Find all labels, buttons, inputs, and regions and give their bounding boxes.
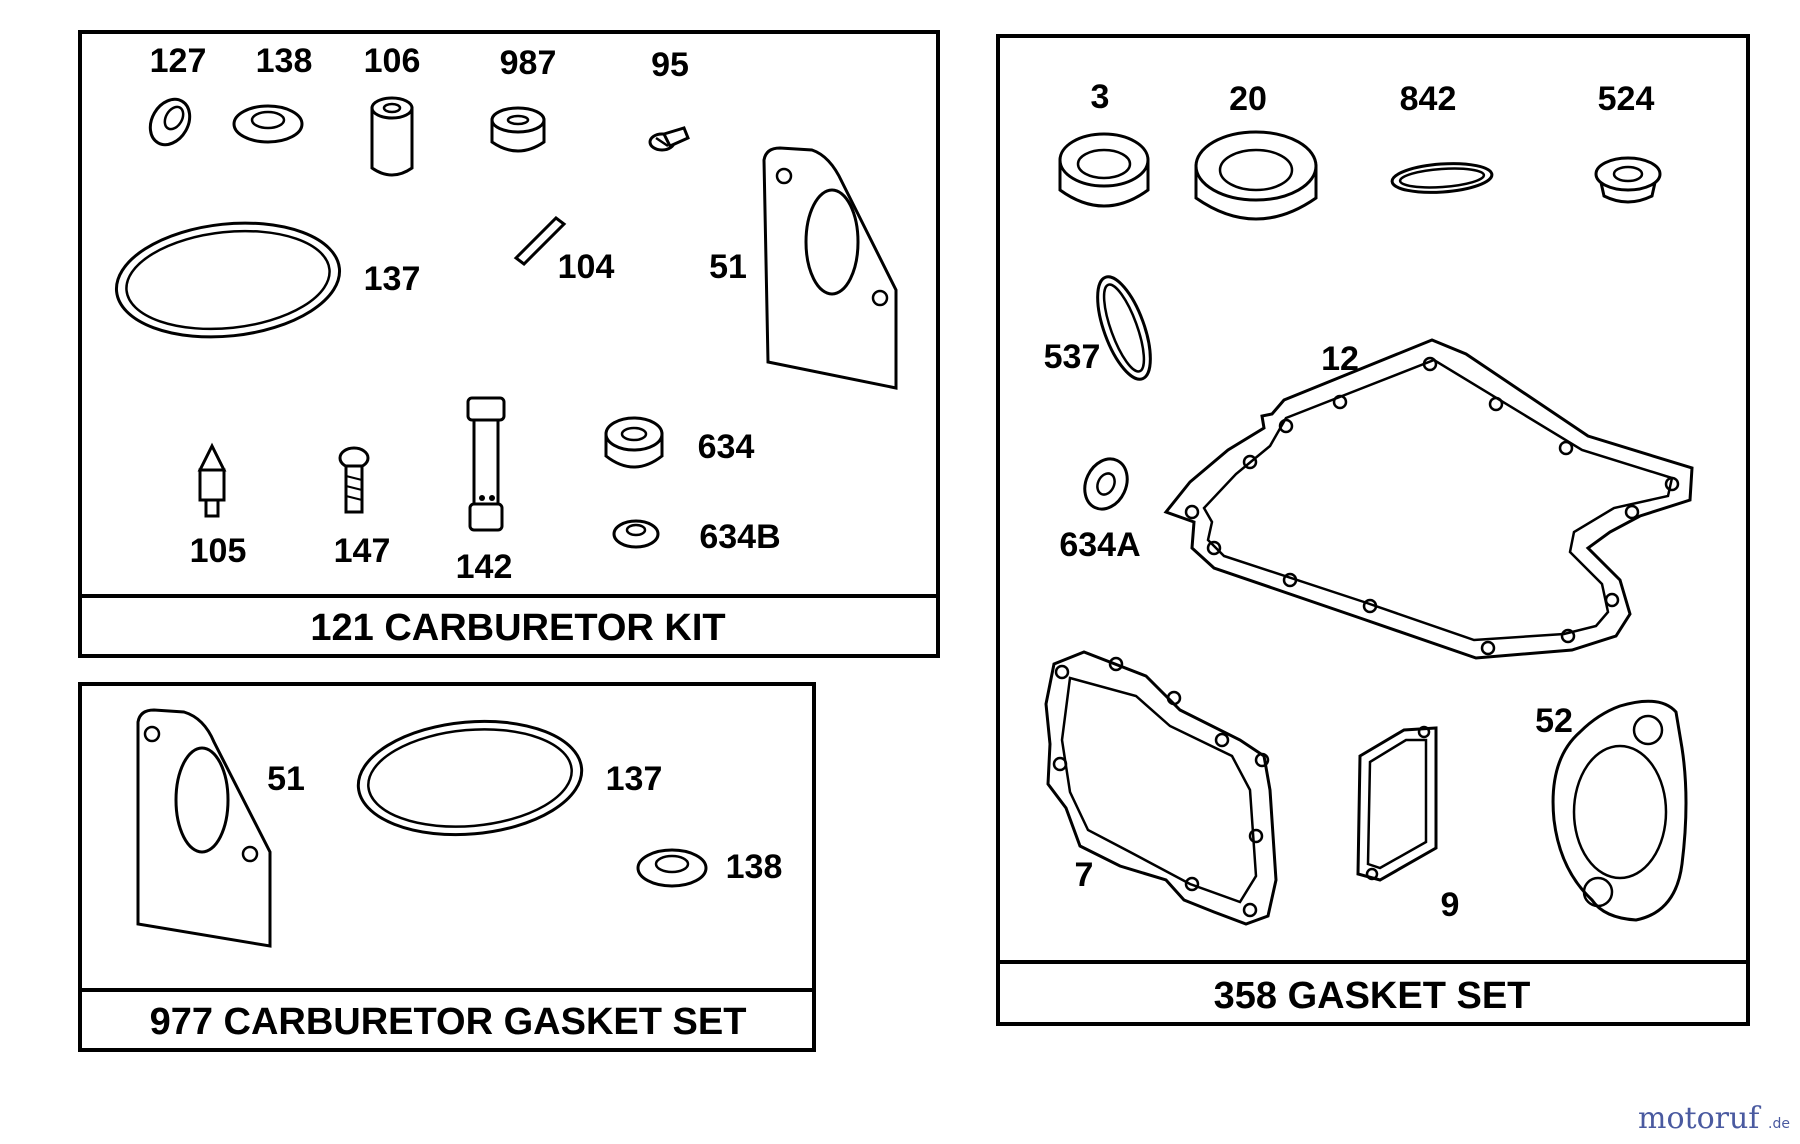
label-987: 987 bbox=[500, 44, 557, 82]
label-104: 104 bbox=[558, 248, 615, 286]
part-9 bbox=[1356, 725, 1438, 882]
watermark-suffix: .de bbox=[1768, 1116, 1790, 1132]
panel-gasket-set: 358 GASKET SET 3 20 842 524 bbox=[996, 34, 1750, 1026]
label-9: 9 bbox=[1441, 886, 1460, 924]
part-147 bbox=[338, 446, 370, 514]
part-106 bbox=[370, 96, 414, 177]
part-987 bbox=[490, 106, 546, 153]
label-105: 105 bbox=[190, 532, 247, 570]
label-7: 7 bbox=[1075, 856, 1094, 894]
label-127: 127 bbox=[150, 42, 207, 80]
label-147: 147 bbox=[334, 532, 391, 570]
part-142 bbox=[466, 396, 506, 532]
part-842 bbox=[1390, 162, 1494, 194]
part-7 bbox=[1044, 650, 1278, 926]
part-137 bbox=[356, 719, 584, 837]
label-634: 634 bbox=[698, 428, 755, 466]
part-52 bbox=[1551, 699, 1688, 922]
label-51: 51 bbox=[709, 248, 747, 286]
watermark: motoruf .de bbox=[1638, 1101, 1790, 1136]
label-142: 142 bbox=[456, 548, 513, 586]
label-106: 106 bbox=[364, 42, 421, 80]
carburetor-kit-title: 121 CARBURETOR KIT bbox=[310, 607, 725, 649]
label-537: 537 bbox=[1044, 338, 1101, 376]
part-95 bbox=[648, 126, 690, 152]
part-537 bbox=[1096, 275, 1152, 381]
part-127 bbox=[148, 97, 192, 147]
label-51: 51 bbox=[267, 760, 305, 798]
part-137 bbox=[114, 221, 342, 339]
part-524 bbox=[1594, 156, 1662, 204]
label-137: 137 bbox=[364, 260, 421, 298]
gasket-set-title: 358 GASKET SET bbox=[1214, 975, 1531, 1017]
watermark-text: motoruf bbox=[1638, 1101, 1761, 1136]
part-138 bbox=[232, 104, 304, 144]
part-105 bbox=[197, 442, 227, 518]
part-51 bbox=[762, 146, 898, 390]
label-95: 95 bbox=[651, 46, 689, 84]
part-51 bbox=[136, 708, 272, 948]
part-634a bbox=[1083, 457, 1129, 511]
label-52: 52 bbox=[1535, 702, 1573, 740]
label-524: 524 bbox=[1598, 80, 1655, 118]
label-138: 138 bbox=[256, 42, 313, 80]
label-137: 137 bbox=[606, 760, 663, 798]
label-138: 138 bbox=[726, 848, 783, 886]
label-3: 3 bbox=[1091, 78, 1110, 116]
carburetor-gasket-set-title: 977 CARBURETOR GASKET SET bbox=[150, 1001, 747, 1043]
label-12: 12 bbox=[1321, 340, 1359, 378]
panel-carburetor-gasket-set: 977 CARBURETOR GASKET SET 51 137 138 bbox=[78, 682, 816, 1052]
label-634a: 634A bbox=[1059, 526, 1140, 564]
part-138 bbox=[636, 848, 708, 888]
label-20: 20 bbox=[1229, 80, 1267, 118]
label-634b: 634B bbox=[699, 518, 780, 556]
part-634b bbox=[612, 519, 660, 549]
part-20 bbox=[1194, 130, 1318, 221]
label-842: 842 bbox=[1400, 80, 1457, 118]
part-12 bbox=[1163, 338, 1694, 660]
part-3 bbox=[1058, 132, 1150, 208]
part-104 bbox=[513, 216, 567, 266]
panel-carburetor-kit: 121 CARBURETOR KIT 127 138 106 987 bbox=[78, 30, 940, 658]
part-634 bbox=[604, 416, 664, 469]
